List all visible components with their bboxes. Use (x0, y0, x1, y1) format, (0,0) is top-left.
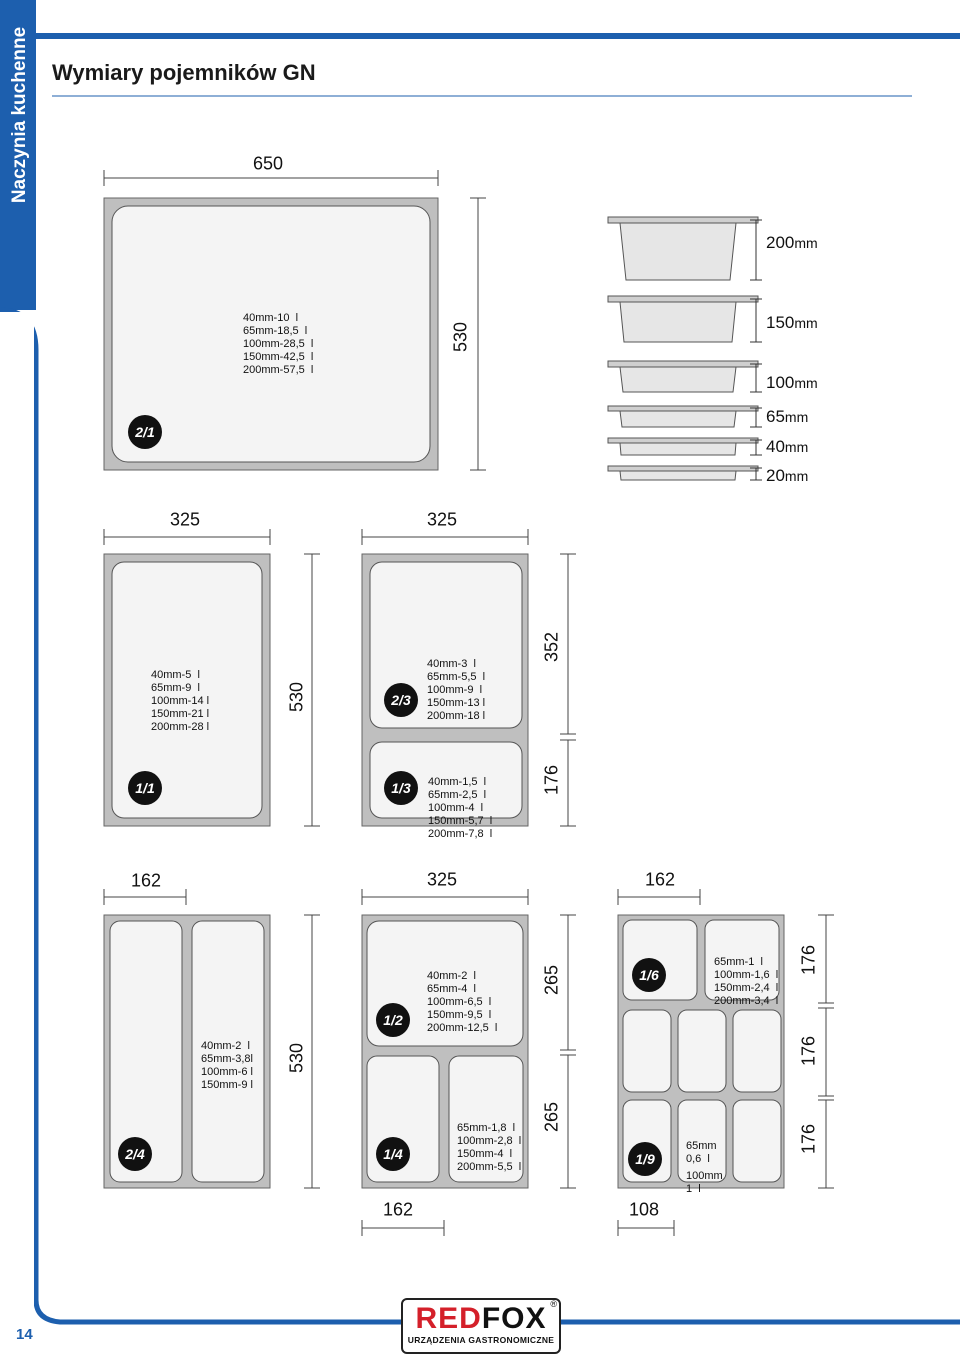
dim-265-gn12: 265 (541, 964, 562, 996)
dim-265-gn14: 265 (541, 1101, 562, 1133)
height-label-40: 40mm (766, 437, 809, 456)
logo-registered-mark: ® (550, 1299, 557, 1309)
height-label-100: 100mm (766, 373, 818, 392)
pan-gn-2-1 (103, 197, 439, 471)
dim-176-gn19-b: 176 (798, 1123, 819, 1155)
pan-gn-2-4 (103, 914, 271, 1189)
dim-352: 352 (541, 631, 562, 663)
dim-325-gn12: 325 (426, 869, 458, 890)
dim-530-gn21: 530 (450, 321, 471, 353)
dim-162-gn24: 162 (130, 870, 162, 891)
dim-530-gn24: 530 (286, 1042, 307, 1074)
height-label-20: 20mm (766, 466, 809, 485)
page-title: Wymiary pojemników GN (52, 60, 316, 85)
dim-162-gn16: 162 (644, 869, 676, 890)
dim-650: 650 (252, 153, 284, 174)
dim-530-gn11: 530 (286, 681, 307, 713)
page-number: 14 (16, 1326, 33, 1343)
dim-325-gn11: 325 (169, 509, 201, 530)
height-label-65: 65mm (766, 407, 809, 426)
badge-gn-2-4: 2/4 (118, 1137, 152, 1171)
logo-wordmark: REDFOX (415, 1302, 547, 1335)
logo-tagline: URZĄDZENIA GASTRONOMICZNE (407, 1335, 555, 1345)
height-label-200: 200mm (766, 233, 818, 252)
dimension-lines (103, 170, 834, 1236)
dim-108: 108 (628, 1199, 660, 1220)
side-tab-bar (0, 0, 36, 310)
badge-gn-1-4: 1/4 (376, 1137, 410, 1171)
redfox-logo: REDFOX ® URZĄDZENIA GASTRONOMICZNE (401, 1298, 561, 1354)
dim-162-gn14: 162 (382, 1199, 414, 1220)
badge-gn-2-1: 2/1 (128, 415, 162, 449)
dim-176-gn19-a: 176 (798, 1035, 819, 1067)
dim-176-gn13: 176 (541, 764, 562, 796)
badge-gn-1-1: 1/1 (128, 771, 162, 805)
pan-height-profiles (607, 216, 762, 481)
badge-gn-1-2: 1/2 (376, 1003, 410, 1037)
badge-gn-2-3: 2/3 (384, 683, 418, 717)
badge-gn-1-9: 1/9 (628, 1142, 662, 1176)
dim-176-gn16: 176 (798, 944, 819, 976)
height-label-150: 150mm (766, 313, 818, 332)
badge-gn-1-3: 1/3 (384, 771, 418, 805)
dim-325-gn23: 325 (426, 509, 458, 530)
badge-gn-1-6: 1/6 (632, 958, 666, 992)
